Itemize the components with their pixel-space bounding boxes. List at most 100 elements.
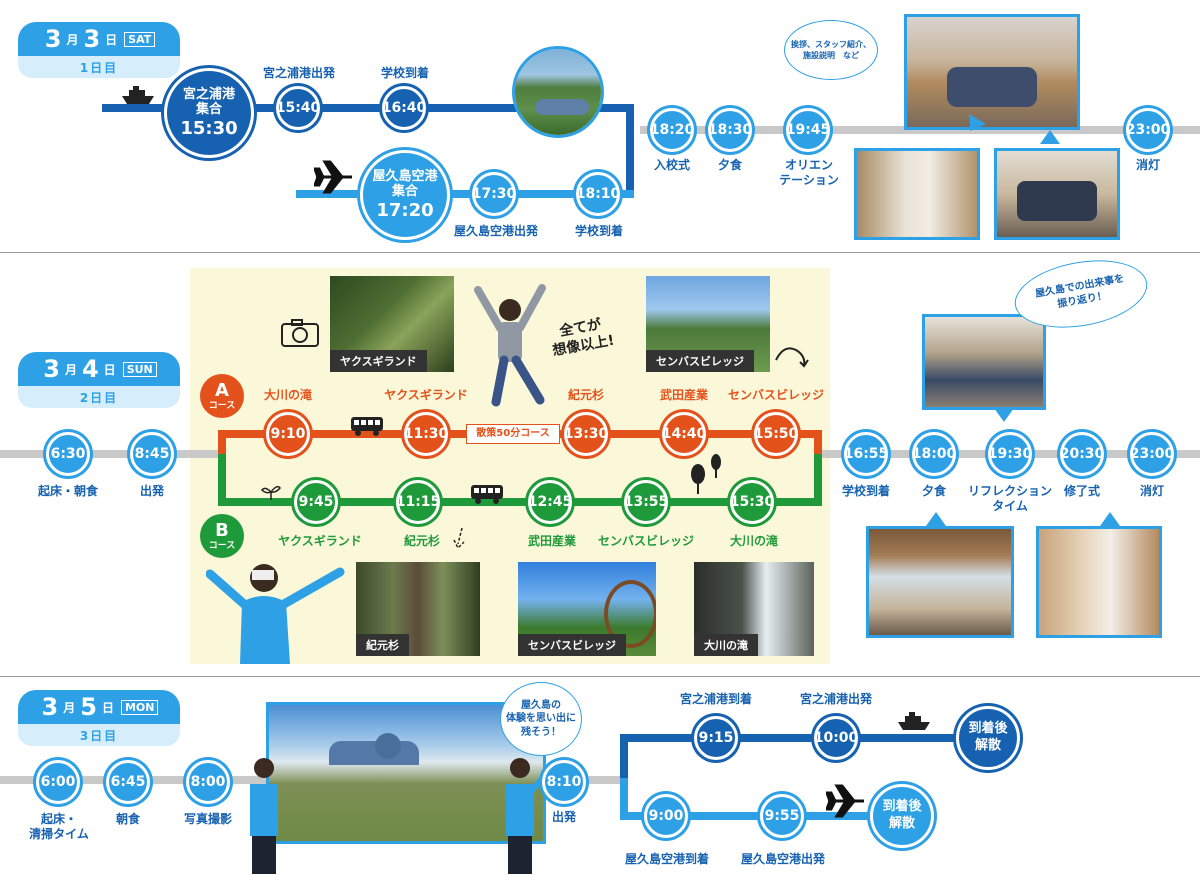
airplane-icon	[312, 160, 354, 198]
course-b-node-2: 11:15	[396, 480, 440, 524]
start-air-time: 17:20	[376, 199, 434, 221]
reflection-pointer	[994, 408, 1014, 422]
day2-post-label-1: 学校到着	[841, 484, 890, 498]
photo-reflection	[922, 314, 1046, 410]
day1-start-air-node: 屋久島空港 集合 17:20	[360, 150, 450, 240]
day1-air-line	[296, 190, 634, 198]
day1-main-node-3: 19:45	[786, 108, 830, 152]
photo-yakusugiland: ヤクスギランド	[330, 276, 454, 372]
course-b-node-1: 9:45	[294, 480, 338, 524]
day-unit: 日	[101, 700, 114, 715]
day1-dow: SAT	[124, 31, 156, 47]
day1-photo-meeting	[994, 148, 1120, 240]
day2-day: 4	[81, 355, 99, 383]
start-ship-line2: 集合	[195, 102, 222, 118]
photo-senbasu-village-b: センバスビレッジ	[518, 562, 656, 656]
day3-air-node-1: 9:00	[644, 794, 688, 838]
day3-depart-label: 出発	[551, 810, 576, 824]
day2-dow: SUN	[122, 361, 157, 377]
day2-month: 3	[43, 355, 60, 383]
day1-month: 3	[44, 25, 62, 53]
day3-ship-node-1: 9:15	[694, 716, 738, 760]
day1-start-ship-node: 宮之浦港 集合 15:30	[164, 68, 254, 158]
course-a-node-4: 14:40	[662, 412, 706, 456]
photo-dining-hall	[866, 526, 1014, 638]
day1-main-line	[640, 126, 1200, 134]
course-a-badge: A コース	[200, 374, 244, 418]
day1-air-node-1: 17:30	[472, 172, 516, 216]
day-unit: 日	[105, 32, 118, 47]
day2-post-label-3: リフレクション タイム	[967, 484, 1052, 513]
day1-main-label-1: 入校式	[653, 158, 690, 172]
caption-kigensugi: 紀元杉	[356, 634, 409, 656]
day1-ship-node-1: 15:40	[276, 86, 320, 130]
day1-ship-node-2: 16:40	[382, 86, 426, 130]
course-a-node-1: 9:10	[266, 412, 310, 456]
caption-senbasu-b: センバスビレッジ	[518, 634, 626, 656]
day3-pre-node-2: 6:45	[106, 760, 150, 804]
start-ship-line1: 宮之浦港	[182, 86, 235, 102]
course-b-node-3: 12:45	[528, 480, 572, 524]
course-a-walk-note: 散策50分コース	[466, 424, 560, 444]
course-a-node-5: 15:50	[754, 412, 798, 456]
day3-label: 3日目	[18, 724, 180, 746]
day3-air-riser	[620, 778, 628, 820]
photo-dorm-room	[1036, 526, 1162, 638]
course-b-word: コース	[208, 540, 236, 551]
course-a-label-3: 紀元杉	[567, 388, 604, 402]
day3-air-label-1: 屋久島空港到着	[624, 852, 709, 866]
sprout-icon	[260, 484, 282, 504]
day1-bubble-pointer-2	[1040, 130, 1060, 144]
day3-air-label-2: 屋久島空港出発	[740, 852, 825, 866]
day3-ship-line	[620, 734, 960, 742]
day2-post-label-4: 修了式	[1063, 484, 1100, 498]
course-b-label-1: ヤクスギランド	[278, 534, 362, 548]
caption-okawa-falls: 大川の滝	[694, 634, 758, 656]
day3-pre-label-2: 朝食	[115, 812, 140, 826]
ship-icon	[120, 86, 156, 110]
day2-post-label-5: 消灯	[1139, 484, 1164, 498]
course-a-label-2: ヤクスギランド	[384, 388, 468, 402]
course-a-node-3: 13:30	[564, 412, 608, 456]
day3-air-node-2: 9:55	[760, 794, 804, 838]
dining-pointer	[926, 512, 946, 526]
day2-post-node-4: 20:30	[1060, 432, 1104, 476]
course-a-word: コース	[208, 400, 236, 411]
divider-1	[0, 252, 1200, 253]
day3-pre-label-3: 写真撮影	[183, 812, 232, 826]
day3-ship-label-2: 宮之浦港出発	[799, 692, 872, 706]
course-b-badge: B コース	[200, 514, 244, 558]
day3-month: 3	[41, 693, 59, 721]
day2-pre-node-1: 6:30	[46, 432, 90, 476]
camera-icon	[278, 318, 322, 352]
day2-post-node-5: 23:00	[1130, 432, 1174, 476]
course-a-node-2: 11:30	[404, 412, 448, 456]
bus-icon-b	[470, 484, 504, 508]
day2-pre-label-2: 出発	[139, 484, 164, 498]
photo-okawa-falls: 大川の滝	[694, 562, 814, 656]
day1-photo-school-aerial	[512, 46, 604, 138]
day2-pre-line	[0, 450, 222, 458]
caption-yakusugiland: ヤクスギランド	[330, 350, 427, 372]
ship-icon-day3	[896, 712, 932, 736]
day1-ship-line	[102, 104, 632, 112]
photo-kigensugi: 紀元杉	[356, 562, 480, 656]
day1-photo-group	[904, 14, 1080, 130]
person-right-guide	[500, 756, 549, 874]
day2-pre-node-2: 8:45	[130, 432, 174, 476]
course-a-label-4: 武田産業	[659, 388, 708, 402]
day1-photo-hallway	[854, 148, 980, 240]
day1-air-node-2: 18:10	[576, 172, 620, 216]
day1-main-node-1: 18:20	[650, 108, 694, 152]
course-b-label-3: 武田産業	[527, 534, 576, 548]
person-left-guide	[244, 756, 284, 874]
day3-ship-node-2: 10:00	[814, 716, 858, 760]
day3-memory-bubble: 屋久島の 体験を思い出に 残そう！	[500, 682, 582, 756]
course-a-letter: A	[215, 379, 229, 401]
month-unit: 月	[63, 700, 76, 715]
day3-pre-node-1: 6:00	[36, 760, 80, 804]
course-b-label-4: センバスビレッジ	[597, 534, 694, 548]
day1-main-node-4: 23:00	[1126, 108, 1170, 152]
day3-ship-riser	[620, 734, 628, 778]
caption-senbasu-a: センバスビレッジ	[646, 350, 754, 372]
